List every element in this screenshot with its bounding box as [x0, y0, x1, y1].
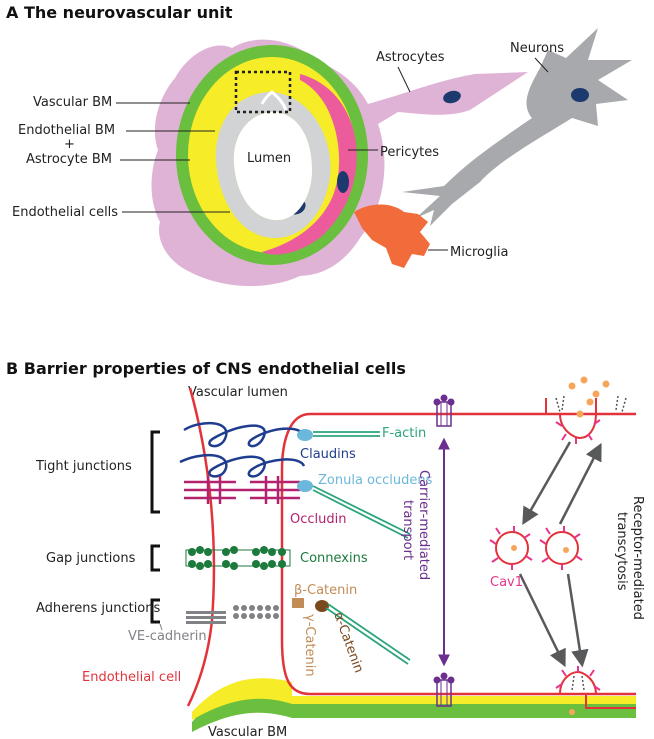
label-tight-junctions: Tight junctions: [35, 459, 132, 474]
vesicle-right: [545, 531, 579, 565]
label-pericytes: Pericytes: [380, 145, 439, 160]
membrane-pit-bottom: [585, 694, 636, 709]
zo-protein: [297, 480, 313, 492]
label-endothelial-cells: Endothelial cells: [12, 205, 118, 220]
f-actin-filament: [313, 431, 380, 437]
transcytosis-arrow: [566, 573, 589, 668]
receptor-markers-top: [555, 395, 627, 413]
label-zonula-occludens: Zonula occludens: [318, 473, 433, 488]
caveolae-pit-top: [559, 413, 597, 440]
label-transcytosis: transcytosis: [614, 512, 629, 591]
adherens-junction-bracket: [150, 598, 160, 624]
cav1-proteins-bottom: [555, 666, 601, 691]
label-connexins: Connexins: [300, 551, 368, 566]
cav1-proteins-left: [489, 526, 533, 570]
ve-cadherin-complex: [186, 605, 279, 624]
neuron-nucleus: [571, 88, 589, 102]
label-ve-cadherin: VE-cadherin: [128, 629, 207, 644]
cargo-particle: [511, 545, 517, 551]
label-transport: transport: [400, 500, 415, 560]
label-cav1: Cav1: [490, 575, 523, 590]
label-vascular-bm-a: Vascular BM: [33, 95, 112, 110]
transcytosis-arrow: [522, 441, 572, 526]
label-endothelial-bm: Endothelial BM: [18, 123, 115, 138]
label-gap-junctions: Gap junctions: [46, 551, 136, 566]
claudin-strands: [179, 421, 306, 478]
label-gamma-catenin: γ-Catenin: [302, 614, 317, 677]
released-particle: [569, 709, 575, 715]
vascular-bm-layer: [192, 686, 636, 732]
label-astrocytes: Astrocytes: [376, 50, 445, 65]
label-microglia: Microglia: [450, 245, 508, 260]
label-endothelial-cell: Endothelial cell: [82, 670, 181, 685]
zo-protein: [297, 429, 313, 441]
label-receptor-mediated: Receptor-mediated: [630, 496, 645, 620]
label-f-actin: F-actin: [382, 426, 426, 441]
leader-line: [159, 623, 163, 631]
receptor-markers-bottom: [571, 675, 585, 691]
leader-line: [397, 66, 411, 93]
label-adherens-junctions: Adherens junctions: [36, 601, 160, 616]
label-neurons: Neurons: [510, 41, 564, 56]
neuron: [402, 28, 632, 226]
ligand-particles: [568, 376, 610, 418]
label-occludin: Occludin: [290, 512, 346, 527]
astrocyte-nucleus: [443, 90, 461, 104]
beta-catenin: [292, 598, 304, 608]
tight-junction-bracket: [150, 430, 160, 514]
label-carrier-mediated: Carrier-mediated: [416, 470, 431, 580]
alpha-catenin: [315, 600, 329, 612]
membrane-pit: [545, 398, 597, 414]
pericyte: [262, 74, 357, 255]
label-plus: +: [64, 137, 75, 152]
label-alpha-catenin: α-Catenin: [330, 610, 366, 675]
label-lumen: Lumen: [247, 151, 291, 166]
label-beta-catenin: β-Catenin: [294, 583, 357, 598]
label-claudins: Claudins: [300, 447, 356, 462]
panel-b-title: B Barrier properties of CNS endothelial …: [6, 359, 406, 378]
transcytosis-arrow: [558, 442, 602, 525]
panel-a-title: A The neurovascular unit: [6, 3, 233, 22]
cargo-particle: [563, 547, 569, 553]
endothelial-cell-membrane-left: [186, 387, 216, 707]
label-vascular-bm-b: Vascular BM: [208, 725, 287, 739]
pericyte-nucleus: [337, 171, 349, 193]
actin-filament: [312, 485, 411, 539]
occludin-strands: [184, 476, 300, 504]
microglia: [354, 204, 430, 268]
endothelial-bm-layer: [192, 678, 636, 720]
inset-box: [234, 70, 292, 114]
label-vascular-lumen: Vascular lumen: [188, 385, 288, 400]
carrier-bottom: [433, 672, 455, 707]
junction-cleft: [260, 89, 288, 111]
connexin-channels: [185, 546, 291, 570]
transcytosis-arrow: [518, 573, 566, 668]
lumen: [233, 112, 312, 221]
endothelial-cell-ring: [215, 92, 331, 239]
carrier-top: [433, 394, 455, 427]
leader-line: [534, 57, 549, 73]
label-astrocyte-bm: Astrocyte BM: [26, 152, 112, 167]
actin-filament: [325, 603, 411, 665]
gap-junction-bracket: [150, 544, 160, 572]
cav1-proteins-top: [555, 419, 601, 444]
cav1-proteins-right: [539, 526, 583, 570]
